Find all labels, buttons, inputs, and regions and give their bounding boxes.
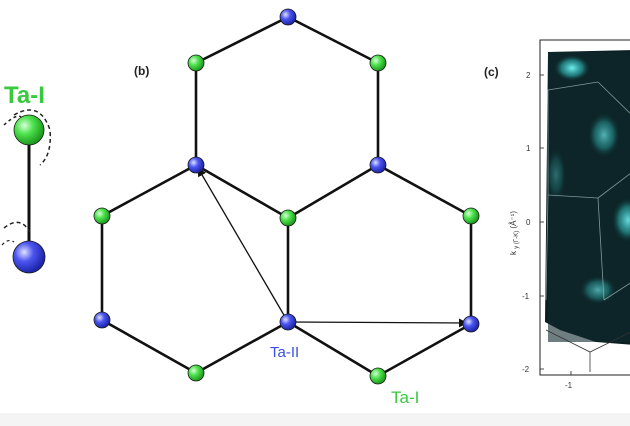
y-tick-label: 2 xyxy=(526,71,531,80)
atoms xyxy=(93,8,480,385)
ta-i-atom xyxy=(93,207,111,225)
arpes-spot xyxy=(588,113,620,157)
x-tick-label: -1 xyxy=(565,381,573,390)
bond xyxy=(286,15,380,65)
ta-ii-atom xyxy=(187,156,205,174)
panel-b-label: (b) xyxy=(134,64,149,78)
panel-a-ta-i-atom xyxy=(13,114,45,146)
bond xyxy=(194,15,290,65)
panel-b-ta-i-label: Ta-I xyxy=(391,388,419,407)
panel-a-ta-i-label: Ta-I xyxy=(4,82,45,109)
panel-c-label: (c) xyxy=(484,65,499,79)
y-tick-label: -2 xyxy=(522,365,530,374)
ta-ii-atom xyxy=(93,311,111,329)
lattice-vector-a1 xyxy=(197,167,289,323)
y-axis-subscript: y (Γ-K) xyxy=(514,231,520,249)
panel-a-ta-ii-atom xyxy=(12,240,46,274)
bond xyxy=(376,322,473,378)
bond xyxy=(286,320,380,378)
honeycomb-bonds xyxy=(100,15,473,378)
panel-a-displacement-arc-4 xyxy=(1,239,15,246)
lattice-vector-a2 xyxy=(287,318,468,328)
bz-edge xyxy=(547,194,599,199)
bond xyxy=(194,320,290,375)
ta-i-atom xyxy=(462,207,480,225)
bz-edge xyxy=(547,81,599,91)
bz-edge xyxy=(597,81,630,114)
y-tick-label: -1 xyxy=(522,292,530,301)
lattice-vectors xyxy=(197,167,468,328)
arpes-map xyxy=(545,50,630,372)
bond xyxy=(194,163,290,220)
bz-edge xyxy=(597,173,630,199)
ta-ii-atom xyxy=(462,315,480,333)
arpes-spot xyxy=(612,198,630,242)
panel-c-y-ticks xyxy=(540,74,544,370)
y-axis-unit: (Å⁻¹) xyxy=(509,211,518,229)
ta-ii-atom xyxy=(279,313,297,331)
bond xyxy=(100,318,198,375)
ta-ii-atom xyxy=(279,8,297,26)
panel-a-displacement-arc-3 xyxy=(3,221,31,233)
panel-a-displacement-arc xyxy=(13,109,52,166)
bz-edge xyxy=(597,197,605,301)
arpes-spot xyxy=(580,276,616,304)
panel-b: (b) xyxy=(93,8,480,407)
y-axis-k: k xyxy=(509,250,518,255)
panel-a: Ta-I xyxy=(1,82,52,274)
ta-ii-atom xyxy=(369,156,387,174)
panel-c: (c) k y (Γ-K) (Å⁻¹) xyxy=(484,39,630,390)
bond xyxy=(286,163,380,220)
ta-i-atom xyxy=(279,209,297,227)
ta-i-atom xyxy=(187,54,205,72)
y-tick-label: 0 xyxy=(526,218,531,227)
ta-i-atom xyxy=(187,364,205,382)
ta-i-atom xyxy=(369,54,387,72)
panel-b-ta-ii-label: Ta-II xyxy=(270,344,299,361)
y-tick-label: 1 xyxy=(526,144,531,153)
brillouin-zone xyxy=(545,81,630,301)
panel-c-y-axis-label: k y (Γ-K) (Å⁻¹) xyxy=(509,211,520,255)
arpes-spot xyxy=(546,149,566,201)
bz-edge xyxy=(545,194,549,301)
ta-i-atom xyxy=(369,367,387,385)
bond xyxy=(100,163,198,218)
bottom-strip xyxy=(0,413,630,426)
arpes-spot xyxy=(554,55,590,81)
bond xyxy=(376,163,473,218)
